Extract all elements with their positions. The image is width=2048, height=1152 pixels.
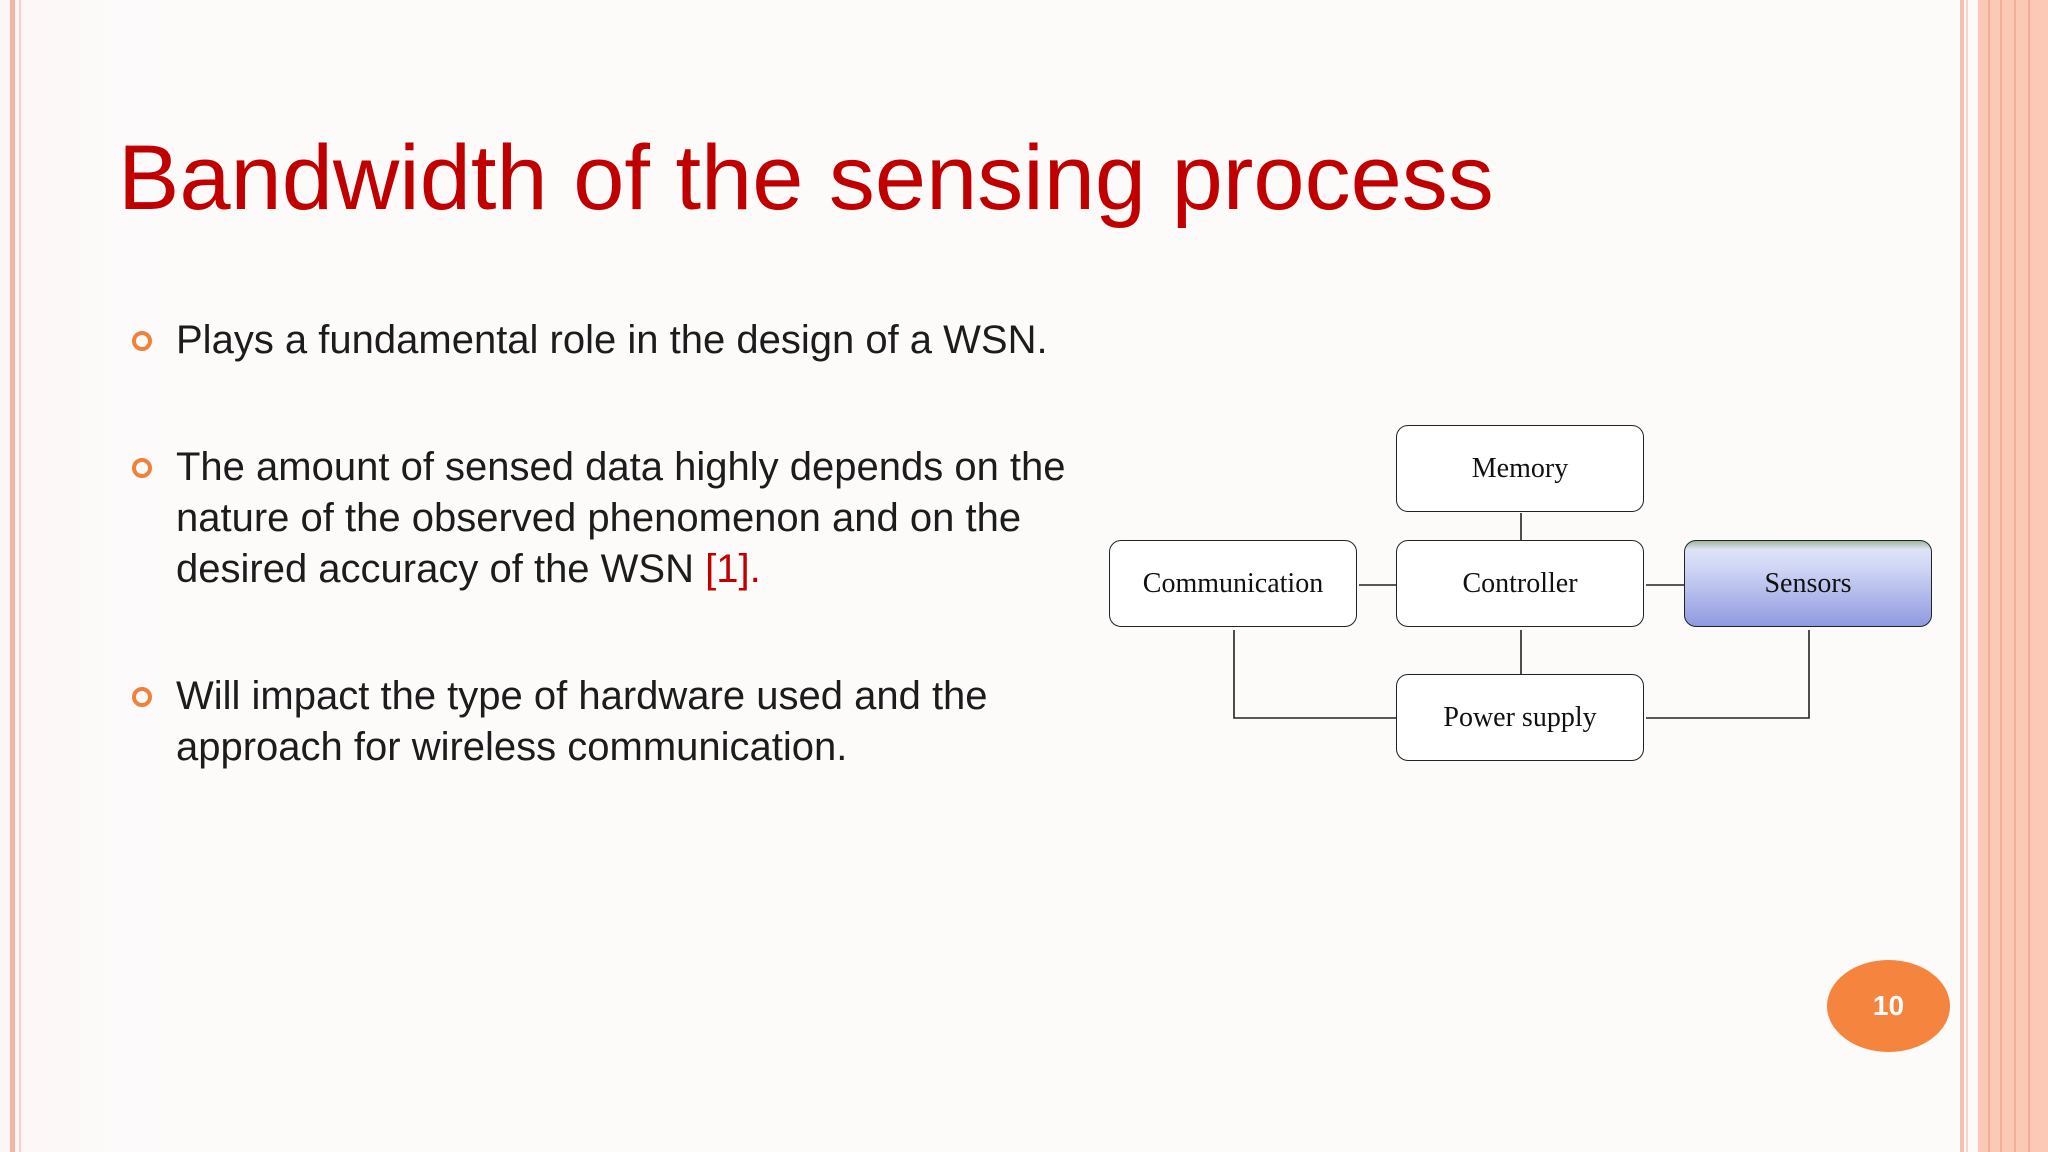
bullet-circle-icon [132, 687, 152, 707]
slide-background-left [0, 0, 165, 1152]
left-border-stripe-thin [19, 0, 21, 1152]
diagram-connectors [1233, 513, 1810, 719]
bullet-text: Will impact the type of hardware used an… [176, 674, 988, 769]
slide-title: Bandwidth of the sensing process [118, 127, 1494, 229]
right-decorative-panel [1978, 0, 2048, 1152]
controller-box: Controller [1396, 540, 1644, 627]
sensors-box: Sensors [1684, 540, 1932, 627]
bullet-text: The amount of sensed data highly depends… [176, 445, 1066, 591]
bullet-item: The amount of sensed data highly depends… [130, 442, 1090, 595]
citation-reference: [1]. [705, 547, 761, 591]
connector-communication-power [1233, 630, 1396, 719]
bullet-text-body: Will impact the type of hardware used an… [176, 674, 988, 769]
bullet-list: Plays a fundamental role in the design o… [130, 315, 1090, 773]
sensor-node-diagram: Memory Communication Controller Sensors … [1100, 415, 1940, 775]
bullet-text: Plays a fundamental role in the design o… [176, 318, 1048, 362]
right-panel-line [2000, 0, 2002, 1152]
connector-sensors-power [1646, 630, 1810, 719]
bullet-text-body: Plays a fundamental role in the design o… [176, 318, 1048, 362]
communication-box: Communication [1109, 540, 1357, 627]
bullet-item: Plays a fundamental role in the design o… [130, 315, 1090, 366]
right-panel-line [2014, 0, 2016, 1152]
right-panel-line [1988, 0, 1990, 1152]
left-border-stripe [10, 0, 15, 1152]
page-number-badge: 10 [1827, 960, 1950, 1052]
bullet-text-body: The amount of sensed data highly depends… [176, 445, 1066, 591]
bullet-circle-icon [132, 458, 152, 478]
bullet-circle-icon [132, 331, 152, 351]
right-border-stripe-thin [1966, 0, 1968, 1152]
right-border-stripe [1960, 0, 1964, 1152]
right-panel-line [2028, 0, 2030, 1152]
bullet-item: Will impact the type of hardware used an… [130, 671, 1090, 773]
memory-box: Memory [1396, 425, 1644, 512]
power-supply-box: Power supply [1396, 674, 1644, 761]
